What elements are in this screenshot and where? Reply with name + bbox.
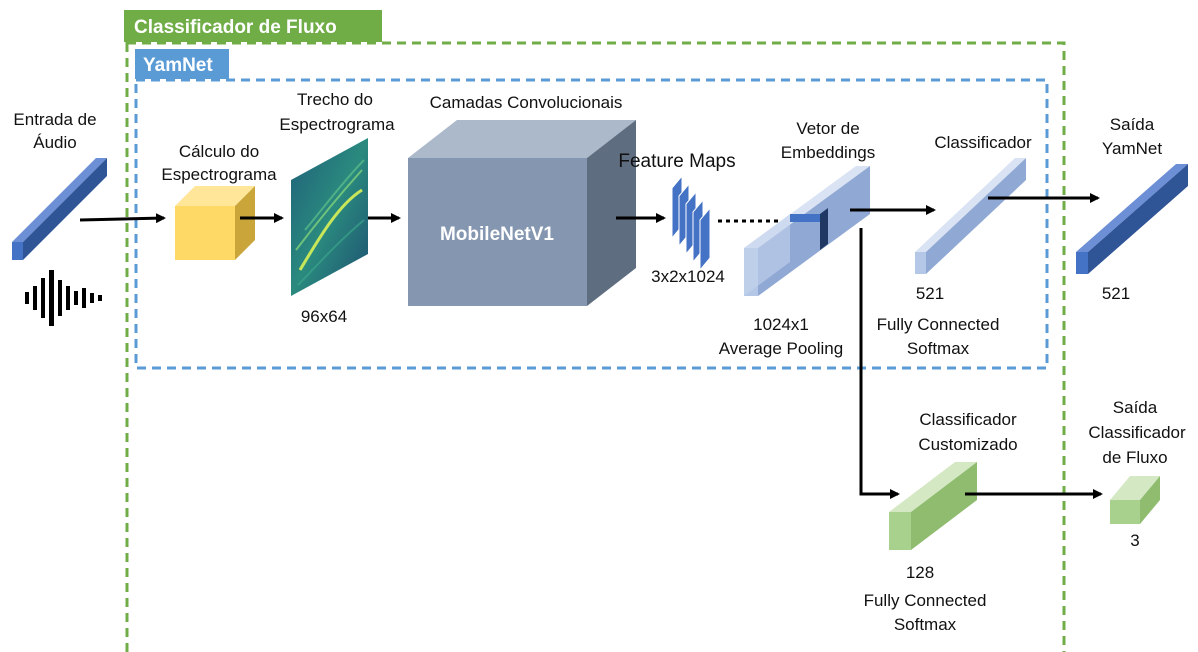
emb-size: 1024x1 (753, 315, 809, 334)
conv-model-name: MobileNetV1 (440, 224, 554, 245)
custom-label-2: Customizado (918, 435, 1017, 454)
flow-output-cube (1110, 476, 1160, 524)
custom-size: 128 (906, 563, 934, 582)
input-label-1: Entrada de (13, 110, 96, 129)
spec-patch-label-1: Trecho do (297, 90, 373, 109)
outer-frame (125, 41, 1066, 652)
feature-maps-label: Feature Maps (618, 151, 735, 172)
inner-frame (134, 78, 1049, 370)
flow-out-label-3: de Fluxo (1102, 448, 1167, 467)
yamnet-output-bar (1076, 164, 1188, 274)
out-label-1: Saída (1110, 115, 1155, 134)
spec-patch-size: 96x64 (301, 307, 347, 326)
conv-title: Camadas Convolucionais (430, 93, 623, 112)
spectrogram-patch-image (291, 138, 368, 296)
arrow-embedding-to-custom (859, 228, 900, 499)
yamnet-classifier-bar (915, 158, 1026, 274)
out-size: 521 (1102, 284, 1130, 303)
out-label-2: YamNet (1102, 139, 1162, 158)
input-label-2: Áudio (33, 133, 76, 152)
custom-desc-1: Fully Connected (864, 591, 987, 610)
connectors (79, 193, 1103, 499)
emb-label-1: Vetor de (796, 119, 859, 138)
outer-title: Classificador de Fluxo (134, 17, 337, 38)
feature-maps-stack (671, 174, 711, 272)
mobilenet-block (408, 120, 636, 306)
inner-title-tag (135, 49, 229, 79)
spec-calc-label-1: Cálculo do (179, 142, 259, 161)
custom-desc-2: Softmax (894, 615, 957, 634)
clf-size: 521 (916, 284, 944, 303)
embedding-vector-bar (744, 166, 870, 296)
flow-out-label-1: Saída (1113, 398, 1158, 417)
emb-label-2: Embeddings (781, 143, 876, 162)
inner-title: YamNet (143, 55, 213, 76)
outer-title-tag (124, 10, 382, 42)
arrow-input-to-calc (79, 213, 166, 224)
clf-desc-2: Softmax (907, 339, 970, 358)
flow-out-label-2: Classificador (1088, 423, 1186, 442)
clf-title: Classificador (934, 133, 1032, 152)
emb-pooling: Average Pooling (719, 339, 843, 358)
custom-label-1: Classificador (919, 410, 1017, 429)
spectrogram-calc-cube (175, 186, 255, 260)
audio-input-bar (12, 158, 107, 260)
spec-patch-label-2: Espectrograma (279, 115, 395, 134)
waveform-icon (25, 270, 102, 326)
feature-maps-size: 3x2x1024 (651, 267, 725, 286)
spec-calc-label-2: Espectrograma (161, 165, 277, 184)
flow-out-size: 3 (1130, 531, 1139, 550)
clf-desc-1: Fully Connected (877, 315, 1000, 334)
custom-classifier-bar (889, 462, 977, 550)
